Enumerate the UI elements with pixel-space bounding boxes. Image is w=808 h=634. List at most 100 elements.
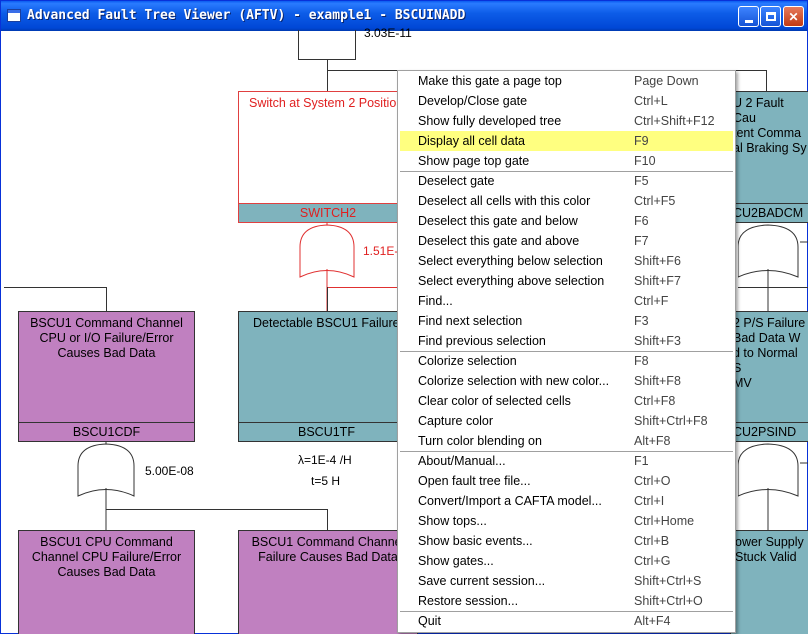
menu-item-turn-color-blending-on[interactable]: Turn color blending on Alt+F8 — [400, 431, 733, 451]
menu-item-show-tops[interactable]: Show tops...Ctrl+Home — [400, 511, 733, 531]
menu-item-shortcut: Shift+F7 — [634, 274, 681, 288]
node-description: BSCU1 Command Channel CPU or I/O Failure… — [30, 316, 183, 360]
menu-item-shortcut: F8 — [634, 354, 649, 368]
menu-item-find[interactable]: Find...Ctrl+F — [400, 291, 733, 311]
bscu1cdf-probability: 5.00E-08 — [145, 464, 194, 478]
menu-item-restore-session[interactable]: Restore session... Shift+Ctrl+O — [400, 591, 733, 611]
or-gate-icon — [77, 441, 135, 533]
menu-item-shortcut: F10 — [634, 154, 656, 168]
menu-item-colorize-selection[interactable]: Colorize selection F8 — [400, 351, 733, 371]
menu-item-shortcut: Alt+F4 — [634, 614, 671, 628]
menu-item-shortcut: Ctrl+B — [634, 534, 670, 548]
menu-item-label: Turn color blending on — [418, 434, 542, 448]
node-description: 2 P/S Failure Bad Data W d to Normal S M… — [733, 316, 806, 390]
node-description: BSCU1 CPU Command Channel CPU Failure/Er… — [31, 535, 182, 579]
menu-item-develop-close-gate[interactable]: Develop/Close gate Ctrl+L — [400, 91, 733, 111]
bscu1cdf-node[interactable]: BSCU1 Command Channel CPU or I/O Failure… — [18, 311, 195, 442]
menu-item-open-fault-tree-file[interactable]: Open fault tree file...Ctrl+O — [400, 471, 733, 491]
wire — [106, 509, 328, 510]
maximize-button[interactable] — [760, 6, 781, 27]
menu-item-shortcut: Shift+F6 — [634, 254, 681, 268]
menu-item-shortcut: Shift+F8 — [634, 374, 681, 388]
menu-item-shortcut: Ctrl+G — [634, 554, 671, 568]
menu-item-shortcut: Ctrl+L — [634, 94, 668, 108]
menu-item-find-previous-selection[interactable]: Find previous selection Shift+F3 — [400, 331, 733, 351]
wire — [327, 60, 328, 91]
menu-item-label: Show gates... — [418, 554, 494, 568]
menu-item-colorize-selection-with-new-color[interactable]: Colorize selection with new color...Shif… — [400, 371, 733, 391]
minimize-button[interactable] — [738, 6, 759, 27]
top-gate-probability: 3.03E-11 — [364, 26, 412, 40]
wire — [355, 30, 356, 60]
menu-item-label: Select everything above selection — [418, 274, 605, 288]
node-id: SWITCH2 — [239, 203, 417, 222]
wire — [327, 287, 399, 288]
or-gate-icon — [299, 222, 355, 314]
menu-item-label: Deselect this gate and above — [418, 234, 580, 248]
or-gate-icon — [738, 443, 808, 533]
or-gate-icon — [738, 224, 808, 314]
maximize-icon — [765, 12, 776, 21]
bscu2-fault-node[interactable]: U 2 Fault Cau tent Comma al Braking Sy C… — [730, 91, 808, 223]
menu-item-label: Find previous selection — [418, 334, 546, 348]
node-id: BSCU1TF — [239, 422, 417, 441]
title-bar[interactable]: Advanced Fault Tree Viewer (AFTV) - exam… — [1, 1, 807, 31]
menu-item-shortcut: F7 — [634, 234, 649, 248]
menu-item-label: Show fully developed tree — [418, 114, 562, 128]
menu-item-shortcut: Page Down — [634, 74, 699, 88]
menu-item-show-gates[interactable]: Show gates... Ctrl+G — [400, 551, 733, 571]
node-id: CU2BADCM — [731, 203, 808, 222]
menu-item-label: Restore session... — [418, 594, 519, 608]
menu-item-label: Deselect this gate and below — [418, 214, 578, 228]
node-description: Detectable BSCU1 Failure — [253, 316, 400, 330]
menu-item-shortcut: F1 — [634, 454, 649, 468]
menu-item-label: Show basic events... — [418, 534, 533, 548]
bscu1tf-node[interactable]: Detectable BSCU1 Failure BSCU1TF — [238, 311, 418, 442]
menu-item-label: Deselect all cells with this color — [418, 194, 591, 208]
menu-item-label: Clear color of selected cells — [418, 394, 571, 408]
menu-item-select-everything-above-selection[interactable]: Select everything above selection Shift+F… — [400, 271, 733, 291]
menu-item-convert-import-a-cafta-model[interactable]: Convert/Import a CAFTA model...Ctrl+I — [400, 491, 733, 511]
failure-rate-label: λ=1E-4 /H — [298, 453, 352, 467]
menu-item-shortcut: Shift+F3 — [634, 334, 681, 348]
menu-item-label: Convert/Import a CAFTA model... — [418, 494, 602, 508]
bscu2-ps-node[interactable]: 2 P/S Failure Bad Data W d to Normal S M… — [730, 311, 808, 442]
menu-item-shortcut: Ctrl+Shift+F12 — [634, 114, 715, 128]
switch2-node[interactable]: Switch at System 2 Positio SWITCH2 — [238, 91, 418, 223]
bscu1-cpu-node[interactable]: BSCU1 CPU Command Channel CPU Failure/Er… — [18, 530, 195, 634]
menu-item-shortcut: Ctrl+Home — [634, 514, 695, 528]
menu-item-shortcut: Alt+F8 — [634, 434, 671, 448]
node-description: Switch at System 2 Positio — [249, 96, 397, 110]
menu-item-show-basic-events[interactable]: Show basic events... Ctrl+B — [400, 531, 733, 551]
exposure-time-label: t=5 H — [311, 474, 341, 488]
menu-item-about-manual[interactable]: About/Manual...F1 — [400, 451, 733, 471]
menu-item-show-fully-developed-tree[interactable]: Show fully developed tree Ctrl+Shift+F12 — [400, 111, 733, 131]
node-description: ower Supply Stuck Valid — [735, 535, 804, 564]
node-id: CU2PSIND — [731, 422, 808, 441]
bscu1-cmd-node[interactable]: BSCU1 Command Channel Failure Causes Bad… — [238, 530, 418, 634]
menu-item-label: Deselect gate — [418, 174, 495, 188]
close-button[interactable]: ✕ — [783, 6, 804, 27]
menu-item-label: Develop/Close gate — [418, 94, 528, 108]
app-window-icon — [7, 9, 21, 22]
node-description: U 2 Fault Cau tent Comma al Braking Sy — [733, 96, 807, 155]
node-description: BSCU1 Command Channel Failure Causes Bad… — [251, 535, 405, 564]
menu-item-save-current-session[interactable]: Save current session...Shift+Ctrl+S — [400, 571, 733, 591]
power-supply-node[interactable]: ower Supply Stuck Valid — [730, 530, 808, 634]
menu-item-deselect-this-gate-and-above[interactable]: Deselect this gate and above F7 — [400, 231, 733, 251]
menu-item-shortcut: Ctrl+F — [634, 294, 669, 308]
menu-item-shortcut: Shift+Ctrl+O — [634, 594, 703, 608]
menu-item-label: Colorize selection — [418, 354, 517, 368]
